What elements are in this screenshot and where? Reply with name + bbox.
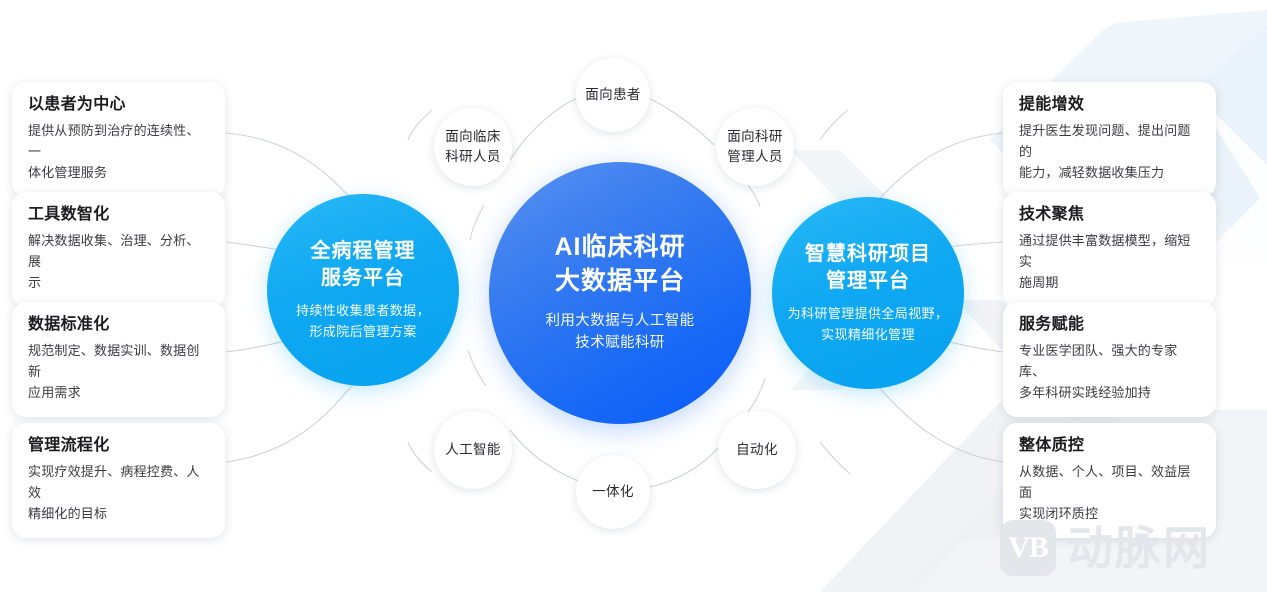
circle-desc-line: 技术赋能科研 [575, 335, 665, 352]
card-desc-line: 精细化的目标 [28, 506, 108, 522]
bubble-label-line: 面向临床 [445, 129, 501, 145]
card-desc-line: 实现疗效提升、病程控费、人效 [28, 464, 200, 501]
circle-desc-line: 形成院后管理方案 [309, 323, 417, 339]
circle-ai-bigdata-platform[interactable]: AI临床科研 大数据平台 利用大数据与人工智能 技术赋能科研 [489, 162, 751, 424]
circle-desc-line: 利用大数据与人工智能 [545, 312, 695, 329]
circle-title-line: 服务平台 [321, 267, 405, 290]
circle-title-line: 大数据平台 [554, 267, 685, 296]
card-desc-line: 应用需求 [28, 385, 81, 401]
circle-title-line: 智慧科研项目 [805, 243, 931, 266]
watermark: VB 动脉网 [1000, 520, 1211, 576]
card-description: 提升医生发现问题、提出问题的 能力，减轻数据收集压力 [1019, 120, 1200, 183]
card-title: 整体质控 [1019, 437, 1085, 454]
card-desc-line: 能力，减轻数据收集压力 [1019, 165, 1165, 181]
circle-smart-research-platform[interactable]: 智慧科研项目 管理平台 为科研管理提供全局视野， 实现精细化管理 [772, 197, 964, 389]
watermark-logo-icon: VB [1000, 520, 1056, 576]
card-title: 服务赋能 [1019, 316, 1085, 333]
card-description: 专业医学团队、强大的专家库、 多年科研实践经验加持 [1019, 340, 1200, 403]
circle-full-course-platform[interactable]: 全病程管理 服务平台 持续性收集患者数据， 形成院后管理方案 [267, 194, 459, 386]
bubble-label-line: 管理人员 [727, 149, 783, 164]
card-right-2[interactable]: 技术聚焦 通过提供丰富数据模型，缩短实 施周期 [1003, 192, 1216, 308]
bubble-research-admin[interactable]: 面向科研 管理人员 [716, 108, 794, 186]
card-left-4[interactable]: 管理流程化 实现疗效提升、病程控费、人效 精细化的目标 [12, 423, 225, 539]
card-right-3[interactable]: 服务赋能 专业医学团队、强大的专家库、 多年科研实践经验加持 [1003, 302, 1216, 418]
card-title: 技术聚焦 [1019, 206, 1085, 223]
circle-desc-line: 为科研管理提供全局视野， [787, 306, 949, 322]
bubble-label: 人工智能 [445, 442, 501, 458]
card-title: 提能增效 [1019, 96, 1085, 113]
circle-title-line: 全病程管理 [310, 240, 416, 263]
card-desc-line: 规范制定、数据实训、数据创新 [28, 343, 200, 380]
bubble-integration[interactable]: 一体化 [576, 455, 650, 529]
card-title: 管理流程化 [28, 437, 110, 454]
watermark-text: 动脉网 [1067, 522, 1211, 574]
bubble-ai[interactable]: 人工智能 [434, 411, 512, 489]
circle-desc-line: 实现精细化管理 [821, 326, 915, 342]
card-desc-line: 提供从预防到治疗的连续性、一 [28, 123, 200, 160]
card-title: 工具数智化 [28, 206, 110, 223]
bubble-label-line: 科研人员 [445, 149, 501, 164]
bubble-label: 一体化 [592, 484, 634, 500]
card-description: 通过提供丰富数据模型，缩短实 施周期 [1019, 230, 1200, 293]
circle-description: 为科研管理提供全局视野， 实现精细化管理 [788, 304, 949, 344]
card-desc-line: 示 [28, 275, 42, 291]
circle-title-line: AI临床科研 [554, 233, 686, 262]
card-desc-line: 实现闭环质控 [1019, 506, 1099, 522]
bubble-label: 自动化 [736, 442, 778, 458]
bubble-automation[interactable]: 自动化 [718, 411, 796, 489]
card-description: 从数据、个人、项目、效益层面 实现闭环质控 [1019, 461, 1200, 524]
card-description: 规范制定、数据实训、数据创新 应用需求 [28, 340, 209, 403]
card-left-3[interactable]: 数据标准化 规范制定、数据实训、数据创新 应用需求 [12, 302, 225, 418]
card-desc-line: 多年科研实践经验加持 [1019, 385, 1152, 401]
circle-title-line: 管理平台 [826, 270, 910, 293]
card-description: 解决数据收集、治理、分析、展 示 [28, 230, 209, 293]
circle-description: 利用大数据与人工智能 技术赋能科研 [546, 310, 695, 355]
card-title: 以患者为中心 [28, 96, 126, 113]
card-desc-line: 解决数据收集、治理、分析、展 [28, 233, 200, 270]
circle-description: 持续性收集患者数据， 形成院后管理方案 [296, 301, 430, 341]
bubble-label: 面向临床 科研人员 [445, 127, 501, 166]
card-right-4[interactable]: 整体质控 从数据、个人、项目、效益层面 实现闭环质控 [1003, 423, 1216, 539]
circle-desc-line: 持续性收集患者数据， [295, 303, 430, 319]
card-desc-line: 施周期 [1019, 275, 1059, 291]
card-right-1[interactable]: 提能增效 提升医生发现问题、提出问题的 能力，减轻数据收集压力 [1003, 82, 1216, 198]
card-desc-line: 专业医学团队、强大的专家库、 [1019, 343, 1178, 380]
circle-title: 全病程管理 服务平台 [311, 238, 416, 292]
card-desc-line: 提升医生发现问题、提出问题的 [1019, 123, 1191, 160]
card-description: 提供从预防到治疗的连续性、一 体化管理服务 [28, 120, 209, 183]
bubble-clinical-staff[interactable]: 面向临床 科研人员 [434, 108, 512, 186]
card-description: 实现疗效提升、病程控费、人效 精细化的目标 [28, 461, 209, 524]
bubble-label: 面向患者 [585, 87, 641, 103]
card-desc-line: 通过提供丰富数据模型，缩短实 [1019, 233, 1191, 270]
bubble-label-line: 面向科研 [727, 129, 783, 145]
card-desc-line: 体化管理服务 [28, 165, 108, 181]
bubble-patient[interactable]: 面向患者 [576, 58, 650, 132]
circle-title: 智慧科研项目 管理平台 [805, 241, 931, 295]
card-left-2[interactable]: 工具数智化 解决数据收集、治理、分析、展 示 [12, 192, 225, 308]
card-title: 数据标准化 [28, 316, 110, 333]
card-left-1[interactable]: 以患者为中心 提供从预防到治疗的连续性、一 体化管理服务 [12, 82, 225, 198]
card-desc-line: 从数据、个人、项目、效益层面 [1019, 464, 1191, 501]
circle-title: AI临床科研 大数据平台 [554, 231, 685, 299]
bubble-label: 面向科研 管理人员 [727, 127, 783, 166]
